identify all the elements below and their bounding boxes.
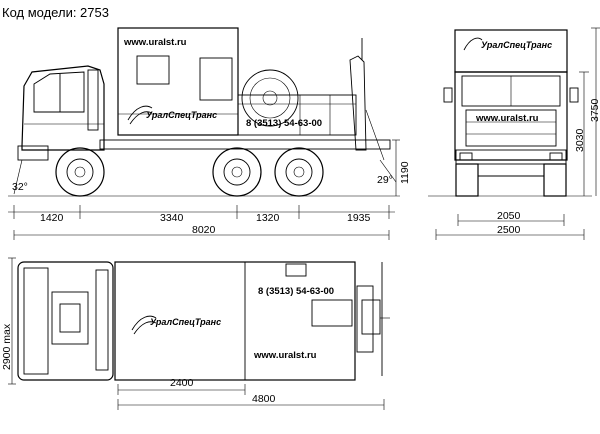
dim-width-max: 2900 max — [1, 323, 13, 370]
dim-track: 2050 — [497, 210, 521, 222]
rear-wheel — [274, 147, 324, 197]
front-website: www.uralst.ru — [475, 113, 539, 124]
rear-crane-top — [356, 285, 374, 353]
top-website: www.uralst.ru — [253, 350, 317, 361]
cable-reel-icon — [241, 69, 299, 127]
top-phone: 8 (3513) 54-63-00 — [258, 286, 334, 297]
body-top — [114, 261, 356, 381]
logo-swoosh-icon — [127, 105, 153, 125]
container-body-front — [454, 29, 568, 73]
cab-top — [17, 261, 114, 381]
side-logo-text: УралСпецТранс — [146, 110, 217, 120]
dim-total-length: 8020 — [192, 224, 216, 236]
dim-width: 2500 — [497, 224, 521, 236]
top-logo-text: УралСпецТранс — [150, 317, 221, 327]
container-body-side — [117, 27, 239, 136]
front-view: УралСпецТранс www.uralst.ru 3030 3750 20… — [428, 27, 600, 240]
container-window — [136, 55, 170, 85]
angle-front: 32° — [12, 181, 28, 193]
model-caption: Код модели: 2753 — [2, 5, 109, 20]
front-wheel — [55, 147, 105, 197]
rear-crane-icon — [349, 55, 367, 151]
dim-rear-overhang: 1935 — [347, 212, 371, 224]
front-bumper — [455, 149, 567, 165]
dim-front-overhang: 1420 — [40, 212, 64, 224]
dim-total-height: 3750 — [589, 98, 600, 122]
top-view: 8 (3513) 54-63-00 УралСпецТранс www.ural… — [1, 257, 390, 410]
front-logo-text: УралСпецТранс — [481, 40, 552, 50]
top-logo-swoosh-icon — [131, 315, 157, 335]
dim-platform-height: 1190 — [399, 161, 411, 184]
container-door — [199, 57, 233, 101]
dim-body-length: 4800 — [252, 393, 276, 405]
mid-wheel — [212, 147, 262, 197]
dim-tandem: 1320 — [256, 212, 280, 224]
dim-inner: 2400 — [170, 377, 194, 389]
side-website: www.uralst.ru — [123, 37, 187, 48]
angle-rear: 29° — [377, 174, 393, 186]
side-phone: 8 (3513) 54-63-00 — [246, 118, 322, 129]
radiator-grille — [465, 109, 557, 147]
dim-cab-height: 3030 — [574, 128, 586, 152]
side-view: www.uralst.ru УралСпецТранс 8 (3513) 54-… — [8, 27, 411, 240]
front-logo-swoosh-icon — [463, 37, 483, 51]
dim-wheelbase: 3340 — [160, 212, 184, 224]
